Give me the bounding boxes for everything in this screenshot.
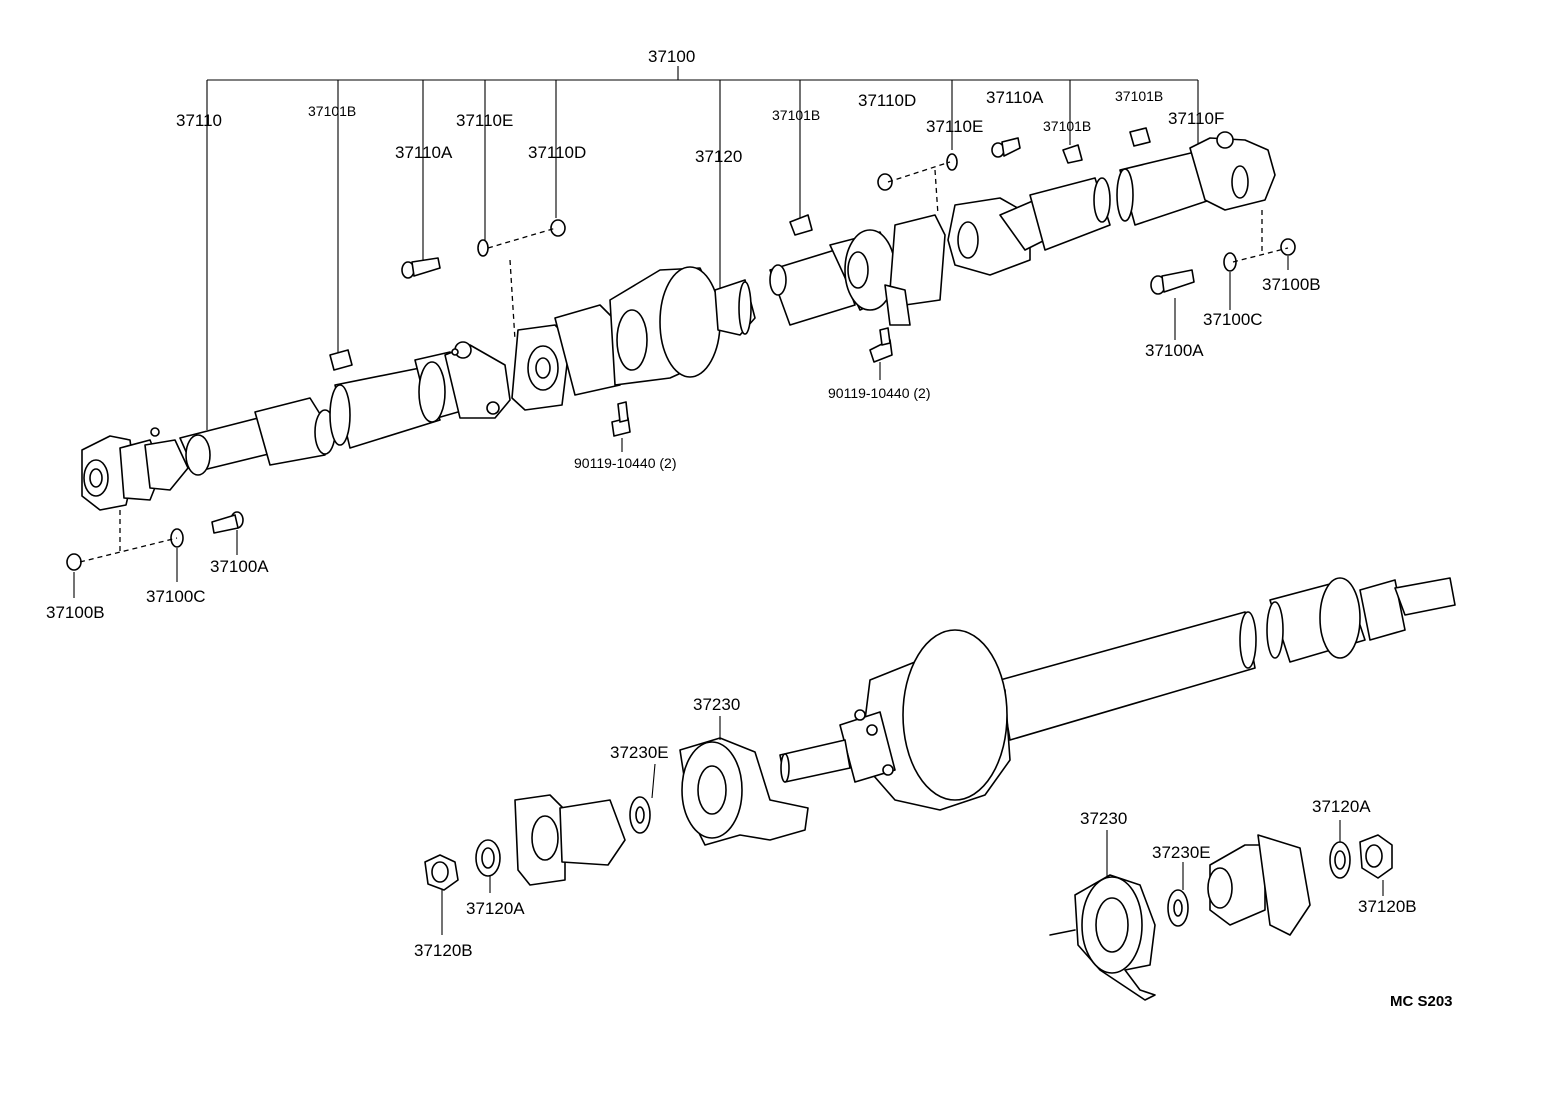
- label-37110A-1: 37110A: [395, 143, 453, 162]
- label-37230-left: 37230: [693, 695, 740, 714]
- middle-shaft-tube[interactable]: [329, 351, 466, 449]
- label-37110D-1: 37110D: [528, 143, 586, 162]
- nut-37120B-right[interactable]: [1359, 834, 1393, 879]
- companion-flange-left[interactable]: [511, 324, 571, 411]
- label-37100B-left: 37100B: [46, 603, 105, 622]
- label-37230-right: 37230: [1080, 809, 1127, 828]
- washer-37120A-right[interactable]: [1329, 841, 1351, 879]
- label-90119-right: 90119-10440 (2): [828, 385, 930, 401]
- label-37110E-1: 37110E: [456, 111, 513, 130]
- alignment-lines: [79, 161, 1289, 563]
- center-bearing-housing-lower[interactable]: [779, 629, 1011, 811]
- label-37110A-2: 37110A: [986, 88, 1044, 107]
- cap-37101B-4[interactable]: [1129, 127, 1151, 147]
- label-37120A-right: 37120A: [1312, 797, 1371, 816]
- label-37100C-right: 37100C: [1203, 310, 1263, 329]
- label-37110: 37110: [176, 111, 222, 130]
- nut-37110D-left[interactable]: [550, 219, 566, 237]
- output-shaft-assembly[interactable]: [999, 577, 1456, 741]
- label-37110E-2: 37110E: [926, 117, 983, 136]
- washer-37100C-right[interactable]: [1223, 252, 1237, 272]
- center-yoke[interactable]: [444, 341, 511, 419]
- nut-37100B-right[interactable]: [1280, 238, 1296, 256]
- label-37110F: 37110F: [1168, 109, 1224, 128]
- labels: 37100 37110 37101B 37110A 37110E 37110D …: [46, 47, 1453, 1010]
- rear-tube[interactable]: [1029, 151, 1211, 251]
- center-support-bearing-37230-left[interactable]: [679, 737, 809, 846]
- center-bearing-upper[interactable]: [554, 266, 756, 396]
- label-37100A-left: 37100A: [210, 557, 269, 576]
- spacer-37230E-left[interactable]: [629, 796, 651, 834]
- nut-37110D-right[interactable]: [877, 173, 893, 191]
- label-37100B-right: 37100B: [1262, 275, 1321, 294]
- bolt-37110A-left[interactable]: [401, 257, 441, 279]
- nut-37100B-left[interactable]: [66, 553, 82, 571]
- label-37120A-left: 37120A: [466, 899, 525, 918]
- label-90119-left: 90119-10440 (2): [574, 455, 676, 471]
- bolt-90119-right[interactable]: [869, 327, 893, 363]
- label-37230E-right: 37230E: [1152, 843, 1211, 862]
- drawing-code: MC S203: [1390, 993, 1453, 1010]
- grease-fitting-cap-left[interactable]: [329, 349, 353, 371]
- washer-37110E-right[interactable]: [946, 153, 958, 171]
- label-37120: 37120: [695, 147, 742, 166]
- nut-37120B-left[interactable]: [424, 854, 459, 891]
- label-37100C-left: 37100C: [146, 587, 206, 606]
- flange-lower-right[interactable]: [1207, 834, 1311, 936]
- label-37110D-2: 37110D: [858, 91, 916, 110]
- label-37101B-2: 37101B: [772, 107, 820, 123]
- cap-37101B-3[interactable]: [1062, 144, 1083, 164]
- label-37230E-left: 37230E: [610, 743, 669, 762]
- front-shaft-tube[interactable]: [179, 397, 336, 476]
- label-37101B-3: 37101B: [1043, 118, 1091, 134]
- flange-lower-left[interactable]: [514, 794, 626, 886]
- label-37101B-4: 37101B: [1115, 88, 1163, 104]
- front-yoke-flange[interactable]: [81, 427, 189, 511]
- label-37100A-right: 37100A: [1145, 341, 1204, 360]
- bolt-37110A-right[interactable]: [991, 137, 1021, 158]
- bolt-90119-left[interactable]: [611, 401, 631, 437]
- bolt-37100A-right[interactable]: [1150, 269, 1195, 295]
- rear-flange-yoke[interactable]: [1189, 131, 1276, 211]
- leader-lines-upper: [73, 256, 1289, 598]
- center-support-bearing-37230-right[interactable]: [1049, 874, 1156, 1001]
- cap-37101B-2[interactable]: [789, 214, 813, 236]
- label-37101B-1: 37101B: [308, 103, 356, 119]
- label-37120B-right: 37120B: [1358, 897, 1417, 916]
- assembly-bracket: [206, 66, 1199, 430]
- spacer-37230E-right[interactable]: [1167, 889, 1189, 927]
- label-37100: 37100: [648, 47, 695, 66]
- companion-flange-right[interactable]: [884, 214, 946, 326]
- bolt-37100A-left[interactable]: [211, 511, 244, 534]
- washer-37110E-left[interactable]: [477, 239, 489, 257]
- rear-shaft-tube[interactable]: [769, 229, 906, 326]
- label-37120B-left: 37120B: [414, 941, 473, 960]
- washer-37120A-left[interactable]: [475, 839, 501, 877]
- leader-lines-lower: [441, 716, 1384, 935]
